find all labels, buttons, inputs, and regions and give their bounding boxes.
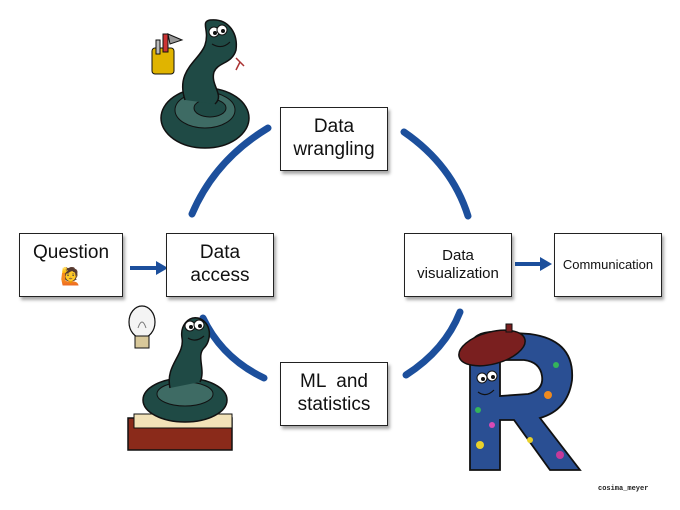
ml-statistics-box: ML and statistics [280,362,388,426]
viz-to-communication-arrow [515,257,552,271]
ml-statistics-line-2: statistics [297,394,371,415]
snake-with-tools-icon [151,19,250,149]
snake-on-book-icon [127,317,233,451]
data-wrangling-box: Data wrangling [280,107,388,171]
arc-top-right [400,128,472,220]
ml-statistics-line-1: ML and [300,371,368,393]
lightbulb-icon [128,305,156,349]
person-raising-hand-icon: 🙋 [60,267,82,287]
communication-box: Communication [554,233,662,297]
data-wrangling-line-2: wrangling [293,139,375,160]
communication-label: Communication [562,257,654,273]
arc-bottom-left [199,314,268,382]
question-label: Question [32,242,110,264]
arc-top-left [188,124,272,218]
data-access-box: Data access [166,233,274,297]
data-visualization-line-2: visualization [417,265,499,282]
data-visualization-box: Data visualization [404,233,512,297]
data-access-line-1: Data [199,242,241,264]
arc-bottom-right [402,308,464,379]
question-to-access-arrow [130,261,168,275]
data-visualization-line-1: Data [442,247,474,264]
beret-icon [458,323,526,367]
data-wrangling-line-1: Data [313,116,355,138]
artist-signature: cosima_meyer [598,485,649,493]
data-access-line-2: access [190,265,250,286]
question-box: Question 🙋 [19,233,123,297]
